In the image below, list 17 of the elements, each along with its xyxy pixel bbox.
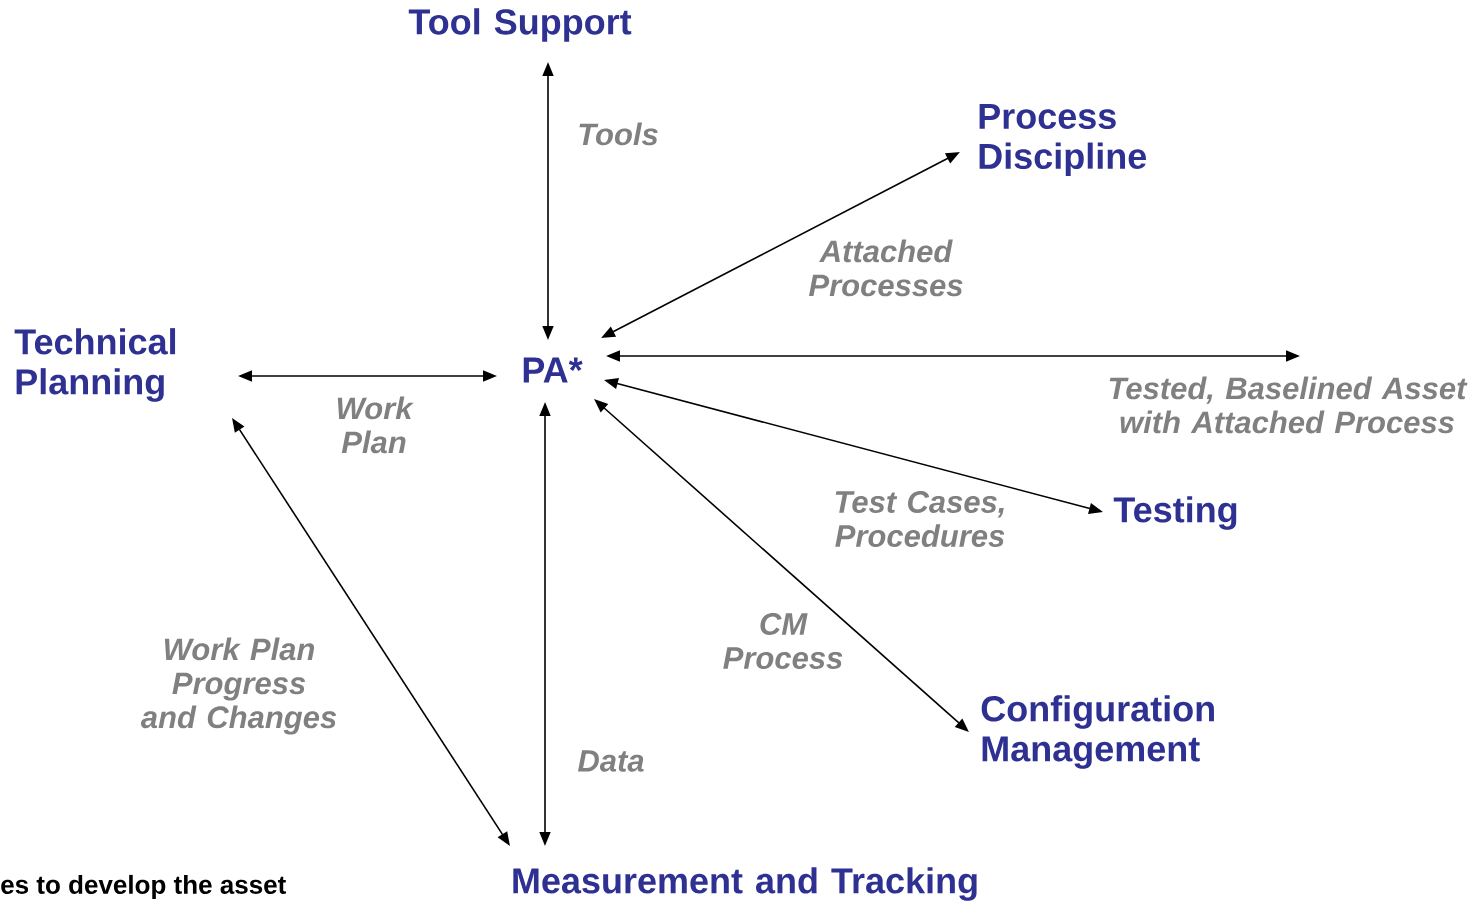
arrow: [594, 399, 969, 732]
node-label: PA*: [523, 357, 583, 383]
node-label: Testing: [1113, 496, 1237, 530]
edge-label: Work Plan Progress and Changes: [141, 637, 337, 735]
edge-label: Data: [577, 750, 644, 772]
edge-label: Test Cases, Procedures: [835, 491, 1005, 547]
edge-label: Tested, Baselined Asset with Attached Process: [1109, 376, 1468, 434]
node-label: Tool Support: [408, 8, 632, 42]
node-label: Configuration Management: [981, 695, 1214, 769]
edge-label: CM Process: [723, 613, 843, 669]
edge-label: Attached Processes: [809, 239, 963, 297]
node-label: Process Discipline: [979, 103, 1147, 177]
node-label: Technical Planning: [14, 328, 176, 402]
edge-label: Work Plan: [337, 396, 414, 454]
edge-label: Tools: [579, 122, 658, 146]
note-text: es to develop the asset: [1, 874, 286, 900]
node-label: Measurement and Tracking: [513, 867, 977, 901]
